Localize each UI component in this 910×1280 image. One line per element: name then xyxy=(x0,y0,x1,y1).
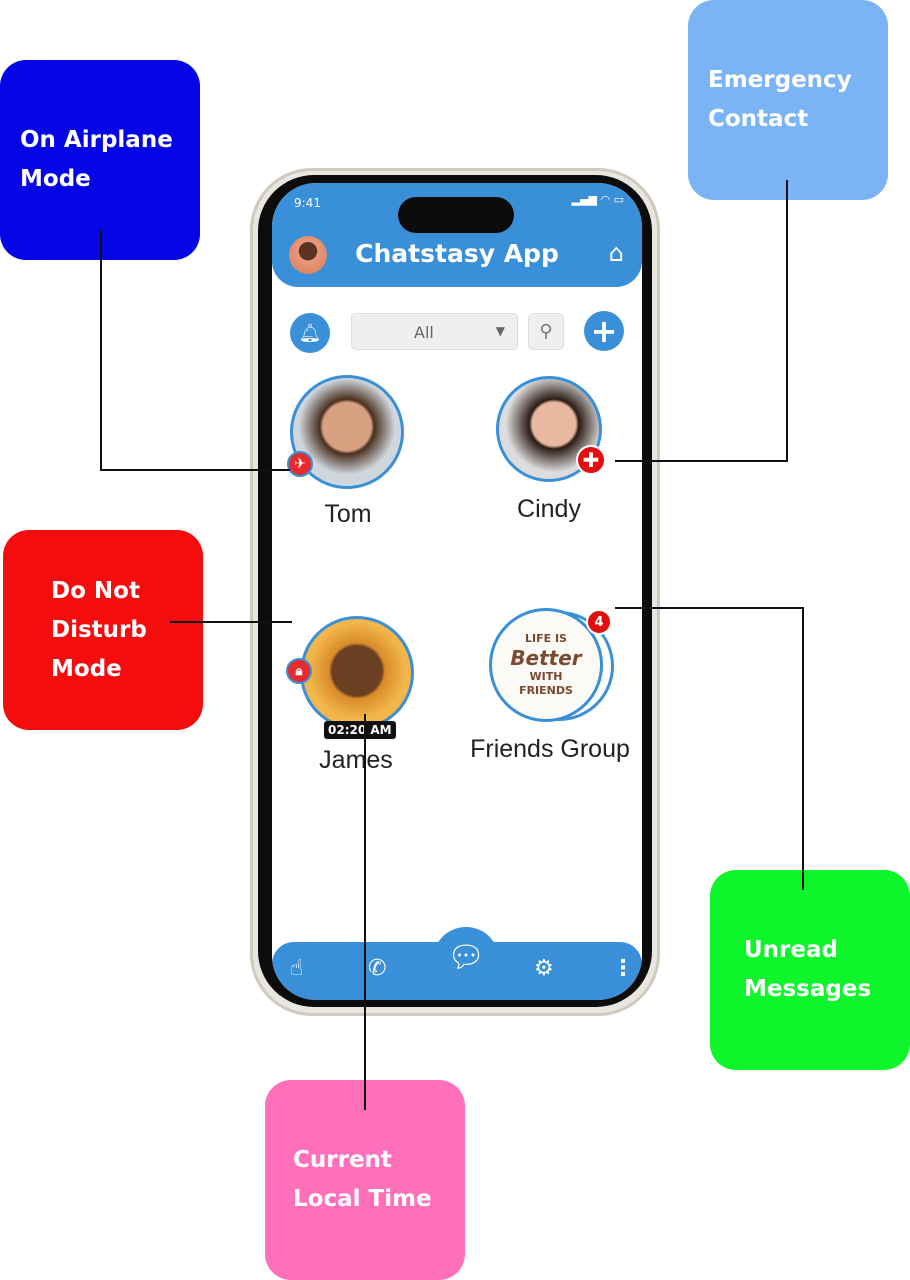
phone-screen: 9:41 ▂▄▆ ◠ ▭ Chatstasy App ⌂ 🔔︎ All ▼ ⚲ … xyxy=(272,183,642,1000)
app-header: 9:41 ▂▄▆ ◠ ▭ Chatstasy App ⌂ xyxy=(272,183,642,287)
connector-emergency xyxy=(615,460,788,462)
connector-time xyxy=(364,714,366,1110)
unread-count-badge: 4 xyxy=(586,609,612,635)
filter-dropdown[interactable]: All ▼ xyxy=(351,313,518,350)
callout-label: On Airplane Mode xyxy=(20,127,173,192)
local-time-label: 02:20 AM xyxy=(324,721,396,739)
contact-name[interactable]: Cindy xyxy=(517,495,581,523)
callout-emergency-contact: Emergency Contact xyxy=(688,0,888,200)
contact-name[interactable]: Friends Group xyxy=(470,735,630,763)
connector-airplane xyxy=(100,230,102,471)
callout-unread-messages: Unread Messages xyxy=(710,870,910,1070)
app-title: Chatstasy App xyxy=(355,239,559,268)
settings-icon[interactable]: ⚙ xyxy=(534,956,554,981)
airplane-mode-icon: ✈ xyxy=(287,451,313,477)
emergency-contact-icon: ✚ xyxy=(576,445,606,475)
callout-label: Do Not Disturb Mode xyxy=(51,577,147,682)
callout-label: Unread Messages xyxy=(744,937,872,1002)
callout-airplane-mode: On Airplane Mode xyxy=(0,60,200,260)
phone-call-icon[interactable]: ✆ xyxy=(368,956,387,981)
connector-airplane xyxy=(100,469,290,471)
dynamic-island xyxy=(398,197,514,233)
callout-label: Current Local Time xyxy=(293,1147,432,1212)
filter-selected: All xyxy=(414,323,434,342)
callout-local-time: Current Local Time xyxy=(265,1080,465,1280)
chat-button[interactable]: 💬︎ xyxy=(433,927,499,993)
search-button[interactable]: ⚲ xyxy=(528,313,564,350)
more-menu-icon[interactable]: ⋮ xyxy=(612,956,634,981)
notification-bell-button[interactable]: 🔔︎ xyxy=(290,313,330,353)
chevron-down-icon: ▼ xyxy=(495,324,505,338)
tap-gesture-icon[interactable]: ☝ xyxy=(290,956,304,981)
contact-name[interactable]: James xyxy=(319,746,393,774)
profile-avatar[interactable] xyxy=(289,236,327,274)
add-button[interactable]: + xyxy=(584,311,624,351)
connector-unread xyxy=(615,607,804,609)
search-icon: ⚲ xyxy=(539,321,553,342)
contact-avatar-james[interactable] xyxy=(300,616,414,730)
do-not-disturb-icon: 🔒︎ xyxy=(286,658,312,684)
connector-emergency xyxy=(786,180,788,462)
home-icon[interactable]: ⌂ xyxy=(608,239,624,267)
connector-unread xyxy=(802,607,804,890)
callout-label: Emergency Contact xyxy=(708,67,852,132)
status-icons: ▂▄▆ ◠ ▭ xyxy=(571,193,624,206)
connector-dnd xyxy=(170,621,292,623)
contact-name[interactable]: Tom xyxy=(324,500,372,528)
chat-bubbles-icon: 💬︎ xyxy=(446,940,486,975)
status-time: 9:41 xyxy=(294,196,321,210)
callout-do-not-disturb: Do Not Disturb Mode xyxy=(3,530,203,730)
